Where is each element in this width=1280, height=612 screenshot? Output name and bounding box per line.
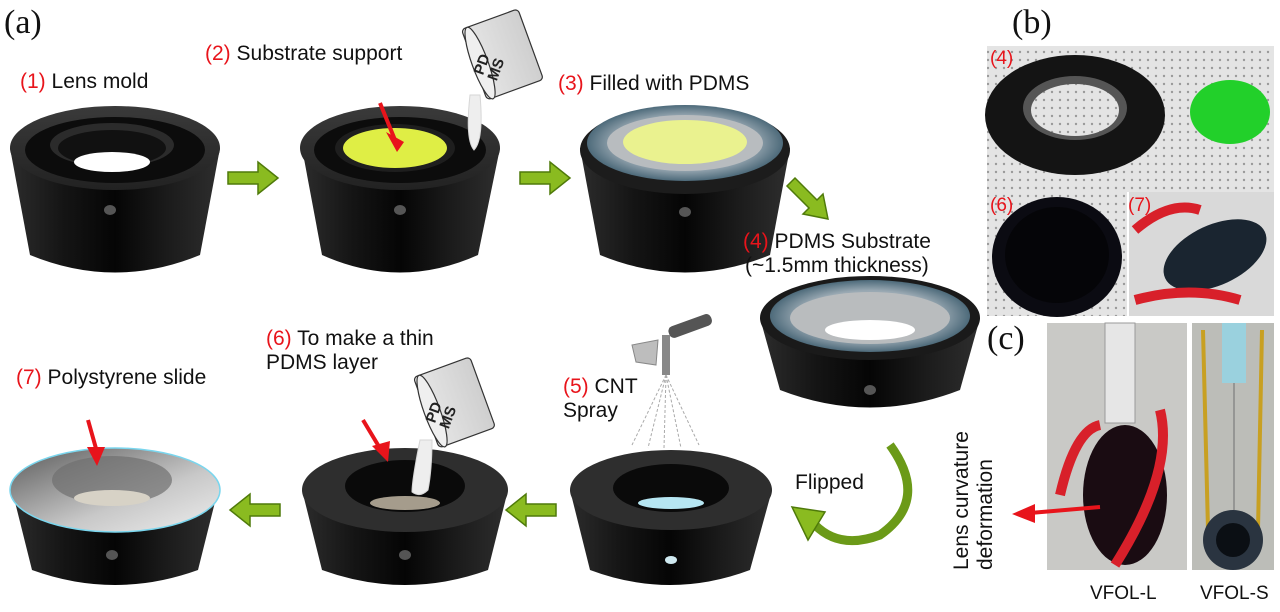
lens-mold-6 [302, 448, 508, 585]
photo-b-6 [987, 192, 1127, 317]
step-text-line2: (~1.5mm thickness) [745, 254, 929, 277]
photo-c-vfol-s [1192, 323, 1274, 570]
process-arrow-3-4 [785, 176, 829, 220]
step-number: (7) [16, 366, 42, 389]
step-label-7: (7) Polystyrene slide [16, 366, 206, 390]
step-label-1: (1) Lens mold [20, 70, 148, 94]
pdms-cup-bottom [413, 357, 495, 448]
step-number: (4) [743, 230, 769, 253]
step-text: Lens mold [51, 70, 149, 93]
process-arrow-2-3 [519, 160, 572, 196]
step-text: To make a thin [297, 327, 434, 350]
step-number: (6) [266, 327, 292, 350]
lens-mold-1 [10, 106, 220, 273]
step-number: (5) [563, 375, 589, 398]
step-number: (3) [558, 72, 584, 95]
spray-gun-icon [631, 314, 712, 449]
lens-mold-3 [580, 105, 790, 273]
flipped-label: Flipped [795, 471, 864, 494]
deformation-annotation: Lens curvature deformation [950, 431, 998, 570]
pdms-cup-top [461, 9, 543, 100]
caption-vfol-s: VFOL-S [1200, 583, 1269, 604]
step-text-line2: Spray [563, 399, 618, 422]
step-text: CNT [594, 375, 638, 398]
annotation-line1: Lens curvature [950, 431, 973, 570]
photo-c-vfol-l [1047, 322, 1187, 570]
annotation-line2: deformation [974, 459, 997, 570]
step-text: Filled with PDMS [589, 72, 750, 95]
lens-mold-5 [570, 450, 772, 585]
green-disc [1190, 80, 1270, 144]
panel-label-c: (c) [987, 320, 1025, 357]
process-arrow-5-6 [504, 492, 557, 528]
photo-label-7: (7) [1128, 195, 1152, 216]
step-text-line2: PDMS layer [266, 351, 379, 374]
lens-mold-7 [9, 447, 221, 585]
process-arrow-6-7 [228, 492, 281, 528]
step-number: (1) [20, 70, 46, 93]
flipped-arrow [790, 442, 913, 546]
step-text: PDMS Substrate [774, 230, 931, 253]
pointer-arrow-polystyrene [86, 419, 105, 466]
pdms-pour-bottom [411, 439, 433, 496]
photo-b-7 [1129, 192, 1274, 316]
step-label-2: (2) Substrate support [205, 42, 402, 66]
step-label-3: (3) Filled with PDMS [558, 72, 749, 96]
panel-label-a: (a) [4, 4, 42, 41]
pdms-pour-top [467, 94, 482, 151]
step-label-5: (5) CNT Spray [563, 375, 638, 423]
step-text: Substrate support [236, 42, 403, 65]
pointer-arrow-substrate [378, 102, 404, 152]
lens-mold-4 [760, 276, 980, 408]
step-number: (2) [205, 42, 231, 65]
photo-b-4 [985, 46, 1274, 192]
process-arrow-1-2 [227, 160, 280, 196]
lens-mold-2 [300, 106, 500, 273]
photo-label-4: (4) [990, 48, 1014, 69]
panel-label-b: (b) [1012, 4, 1052, 41]
step-text: Polystyrene slide [47, 366, 207, 389]
pointer-arrow-deformation [1012, 504, 1101, 523]
photo-label-6: (6) [990, 195, 1014, 216]
step-label-4: (4) PDMS Substrate (~1.5mm thickness) [743, 230, 931, 278]
step-label-6: (6) To make a thin PDMS layer [266, 327, 434, 375]
pointer-arrow-thin-layer [361, 418, 390, 462]
caption-vfol-l: VFOL-L [1090, 583, 1157, 604]
